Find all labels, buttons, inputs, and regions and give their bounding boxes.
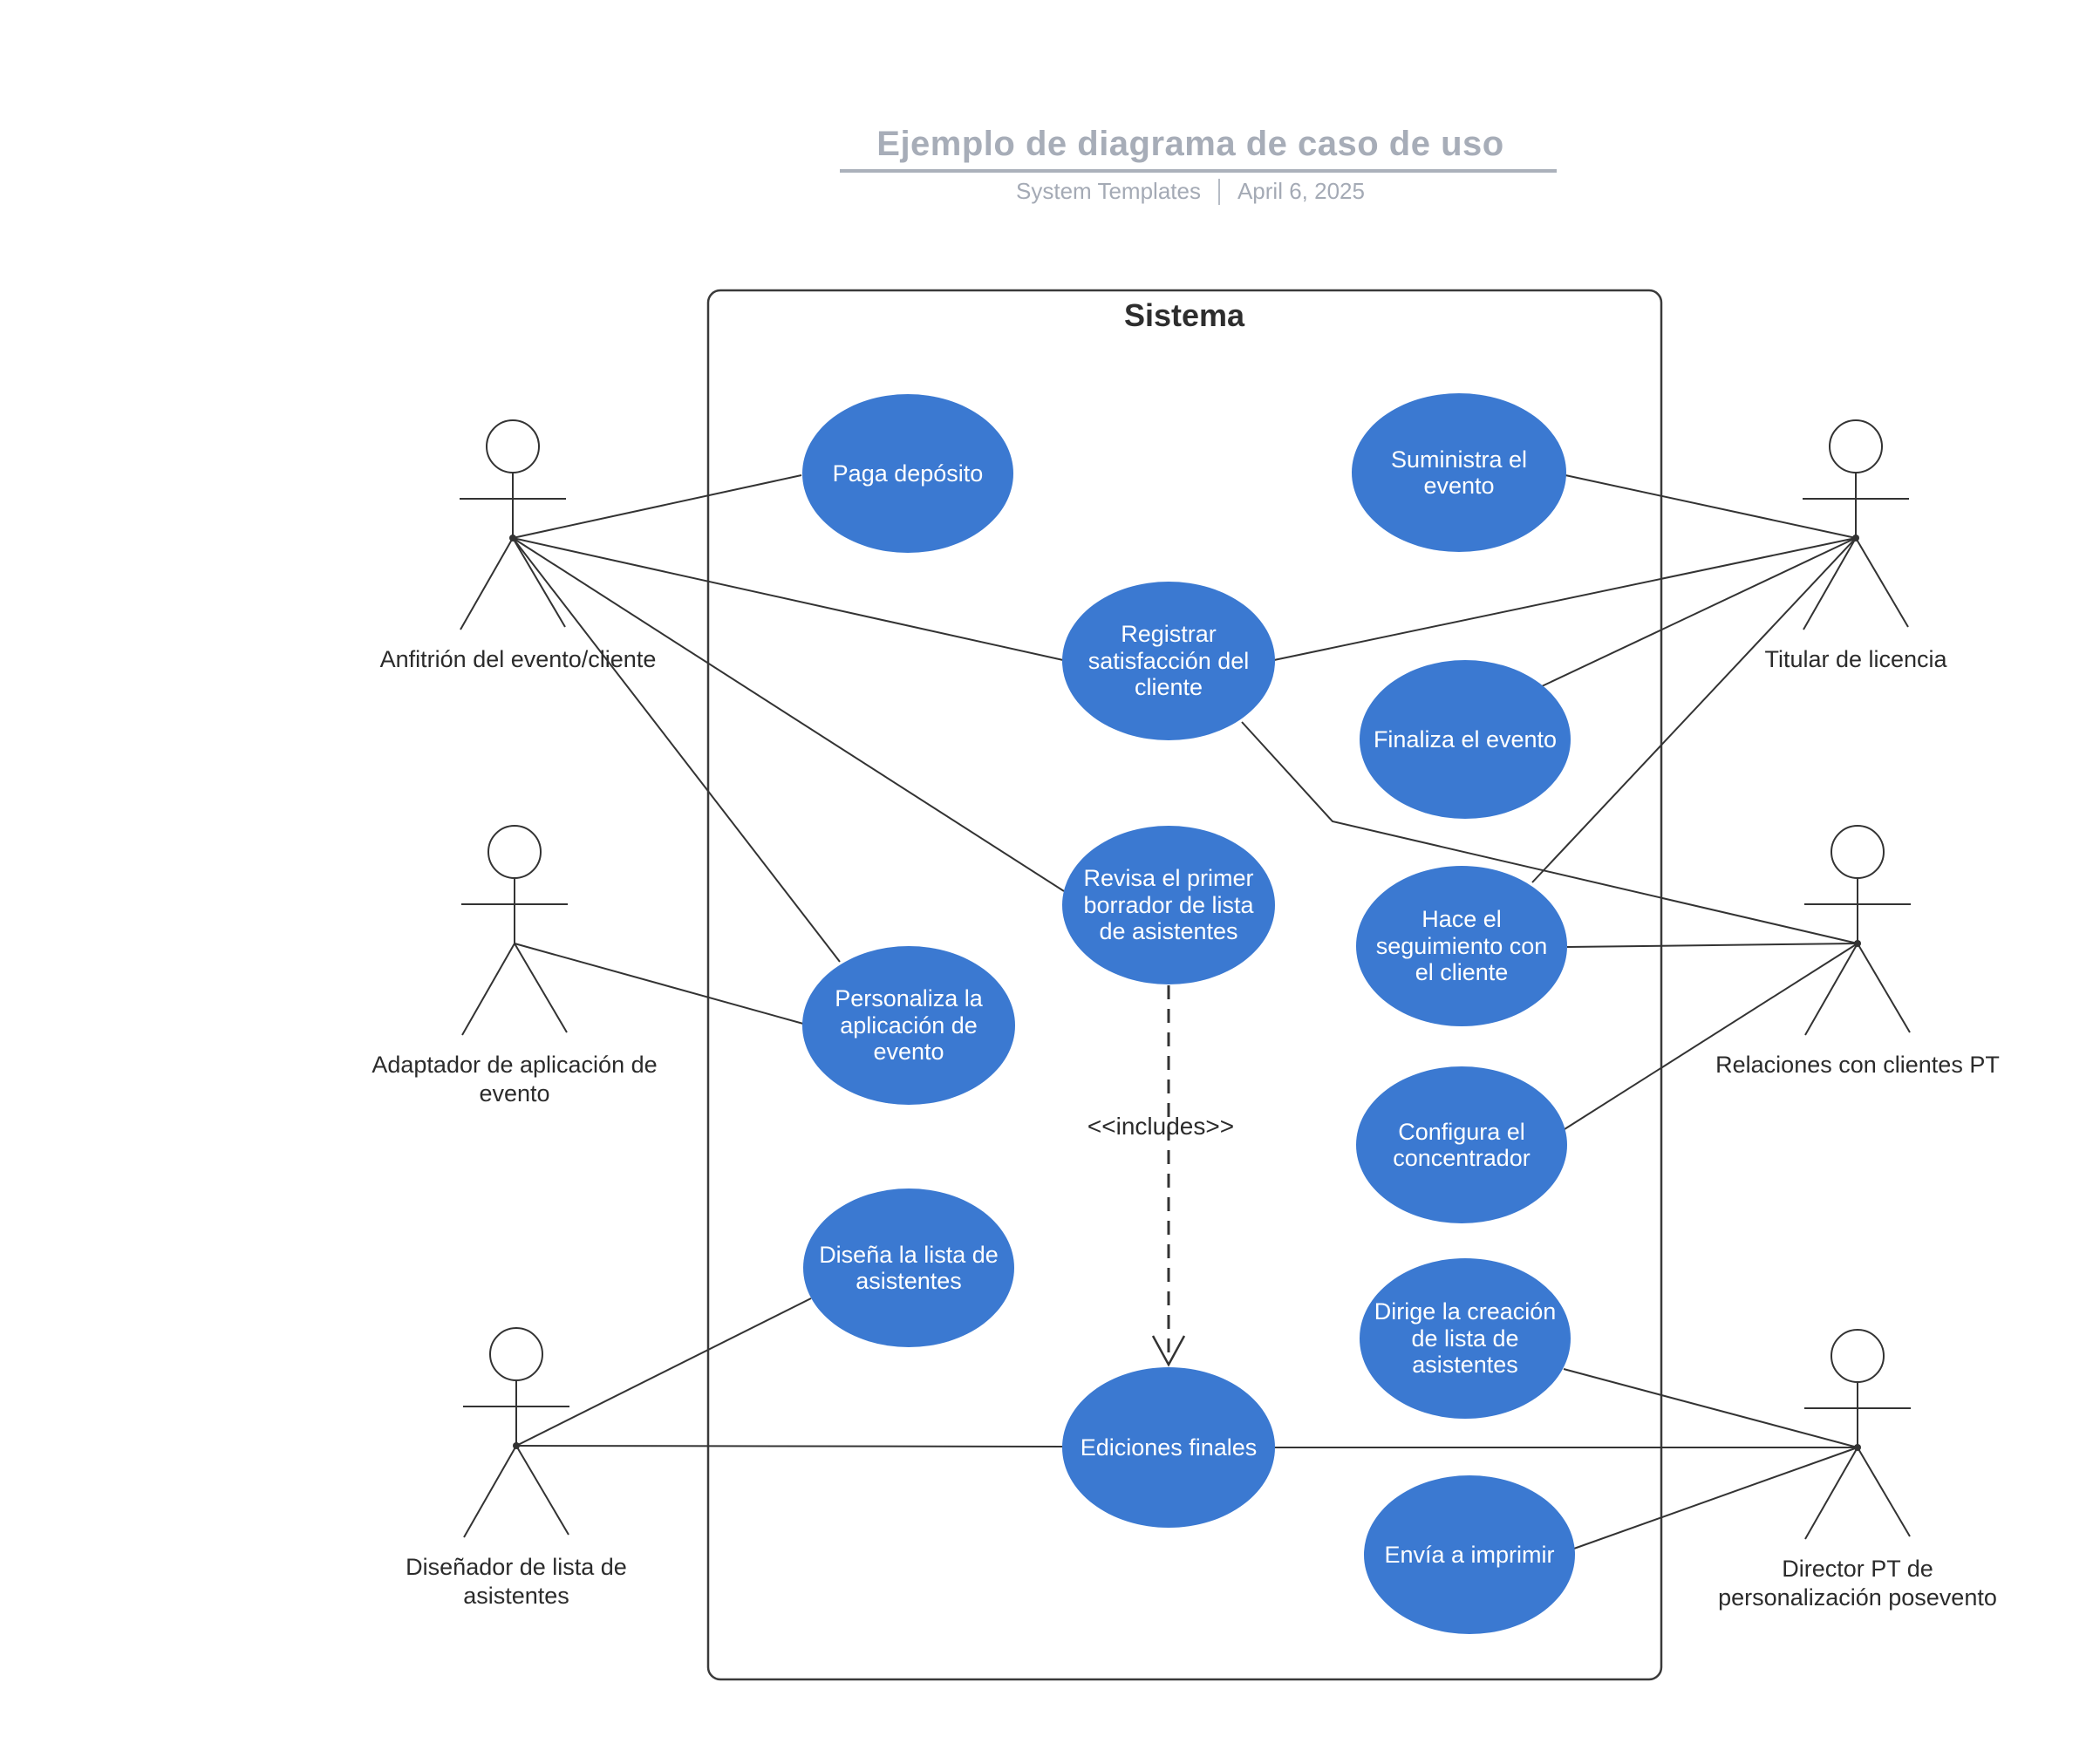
actor-adaptador-head bbox=[487, 825, 542, 879]
connector-disenador-disena-lista bbox=[515, 1297, 812, 1447]
connector-anfitrion-registrar bbox=[512, 537, 1064, 661]
use-case-registrar-satisfaccion[interactable] bbox=[1062, 582, 1275, 740]
actor-anfitrion[interactable] bbox=[460, 419, 566, 630]
use-case-dirige-creacion[interactable] bbox=[1360, 1258, 1571, 1419]
connector-titular-finaliza bbox=[1541, 537, 1857, 687]
includes-arrow bbox=[1151, 985, 1186, 1367]
connector-relaciones-registrar bbox=[1241, 721, 1858, 944]
subtitle-date: April 6, 2025 bbox=[1237, 178, 1365, 204]
actor-label-disenador: Diseñador de lista de asistentes bbox=[406, 1554, 627, 1609]
subtitle: System Templates April 6, 2025 bbox=[785, 178, 1596, 205]
title-underline bbox=[840, 169, 1557, 173]
actor-adaptador[interactable] bbox=[461, 825, 568, 1036]
use-case-paga-deposito[interactable] bbox=[802, 394, 1013, 553]
actor-label-relaciones: Relaciones con clientes PT bbox=[1715, 1052, 2000, 1078]
use-case-finaliza-evento[interactable] bbox=[1360, 660, 1571, 819]
actor-label-adaptador: Adaptador de aplicación de evento bbox=[372, 1052, 658, 1107]
actor-director[interactable] bbox=[1804, 1329, 1911, 1540]
actor-label-anfitrion: Anfitrión del evento/cliente bbox=[379, 646, 657, 672]
connector-anfitrion-revisa bbox=[512, 537, 1065, 892]
actor-relaciones-head bbox=[1831, 825, 1885, 879]
connector-anfitrion-paga-deposito bbox=[512, 474, 802, 539]
connector-adaptador-personaliza bbox=[514, 943, 804, 1025]
connector-director-envia bbox=[1571, 1447, 1858, 1550]
connector-titular-registrar bbox=[1273, 537, 1857, 661]
use-case-configura-concentrador[interactable] bbox=[1356, 1066, 1567, 1223]
connector-relaciones-configura bbox=[1564, 943, 1858, 1130]
actor-label-director: Director PT de personalización posevento bbox=[1718, 1556, 1997, 1611]
use-case-personaliza-aplicacion[interactable] bbox=[802, 946, 1015, 1105]
actor-label-titular: Titular de licencia bbox=[1764, 646, 1947, 672]
use-case-ediciones-finales[interactable] bbox=[1062, 1367, 1275, 1528]
connector-anfitrion-personaliza bbox=[512, 537, 841, 963]
connector-titular-hace-seguimiento bbox=[1531, 537, 1857, 883]
subtitle-source: System Templates bbox=[1016, 178, 1201, 204]
use-case-suministra-evento[interactable] bbox=[1352, 393, 1566, 552]
connector-titular-suministra bbox=[1565, 474, 1857, 539]
use-case-hace-seguimiento[interactable] bbox=[1356, 866, 1567, 1026]
actor-relaciones[interactable] bbox=[1804, 825, 1911, 1036]
actor-disenador[interactable] bbox=[463, 1327, 569, 1538]
connector-director-dirige bbox=[1563, 1368, 1858, 1448]
actor-anfitrion-head bbox=[486, 419, 540, 473]
use-case-disena-lista[interactable] bbox=[803, 1188, 1014, 1347]
includes-arrowhead-icon bbox=[1151, 1335, 1186, 1367]
system-boundary-label: Sistema bbox=[1123, 297, 1245, 333]
connector-disenador-ediciones bbox=[515, 1445, 1064, 1447]
actor-titular-head bbox=[1829, 419, 1883, 473]
actor-disenador-head bbox=[489, 1327, 543, 1381]
actor-titular[interactable] bbox=[1803, 419, 1909, 630]
use-case-revisa-borrador[interactable] bbox=[1062, 826, 1275, 984]
subtitle-divider bbox=[1217, 178, 1220, 205]
connector-relaciones-hace-seguimiento bbox=[1566, 943, 1858, 948]
use-case-envia-imprimir[interactable] bbox=[1364, 1475, 1575, 1634]
actor-director-head bbox=[1831, 1329, 1885, 1383]
page-title: Ejemplo de diagrama de caso de uso bbox=[876, 125, 1504, 163]
includes-label: <<includes>> bbox=[1087, 1113, 1235, 1140]
